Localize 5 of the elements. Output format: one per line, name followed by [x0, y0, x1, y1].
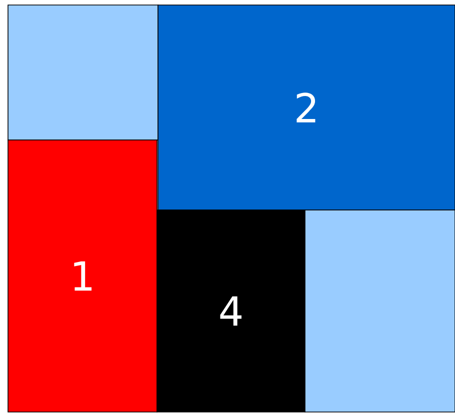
tile: [304, 210, 455, 412]
tile: 2: [158, 4, 455, 210]
tile: 1: [8, 140, 158, 412]
tile: [8, 4, 158, 140]
tile: 4: [156, 210, 306, 412]
